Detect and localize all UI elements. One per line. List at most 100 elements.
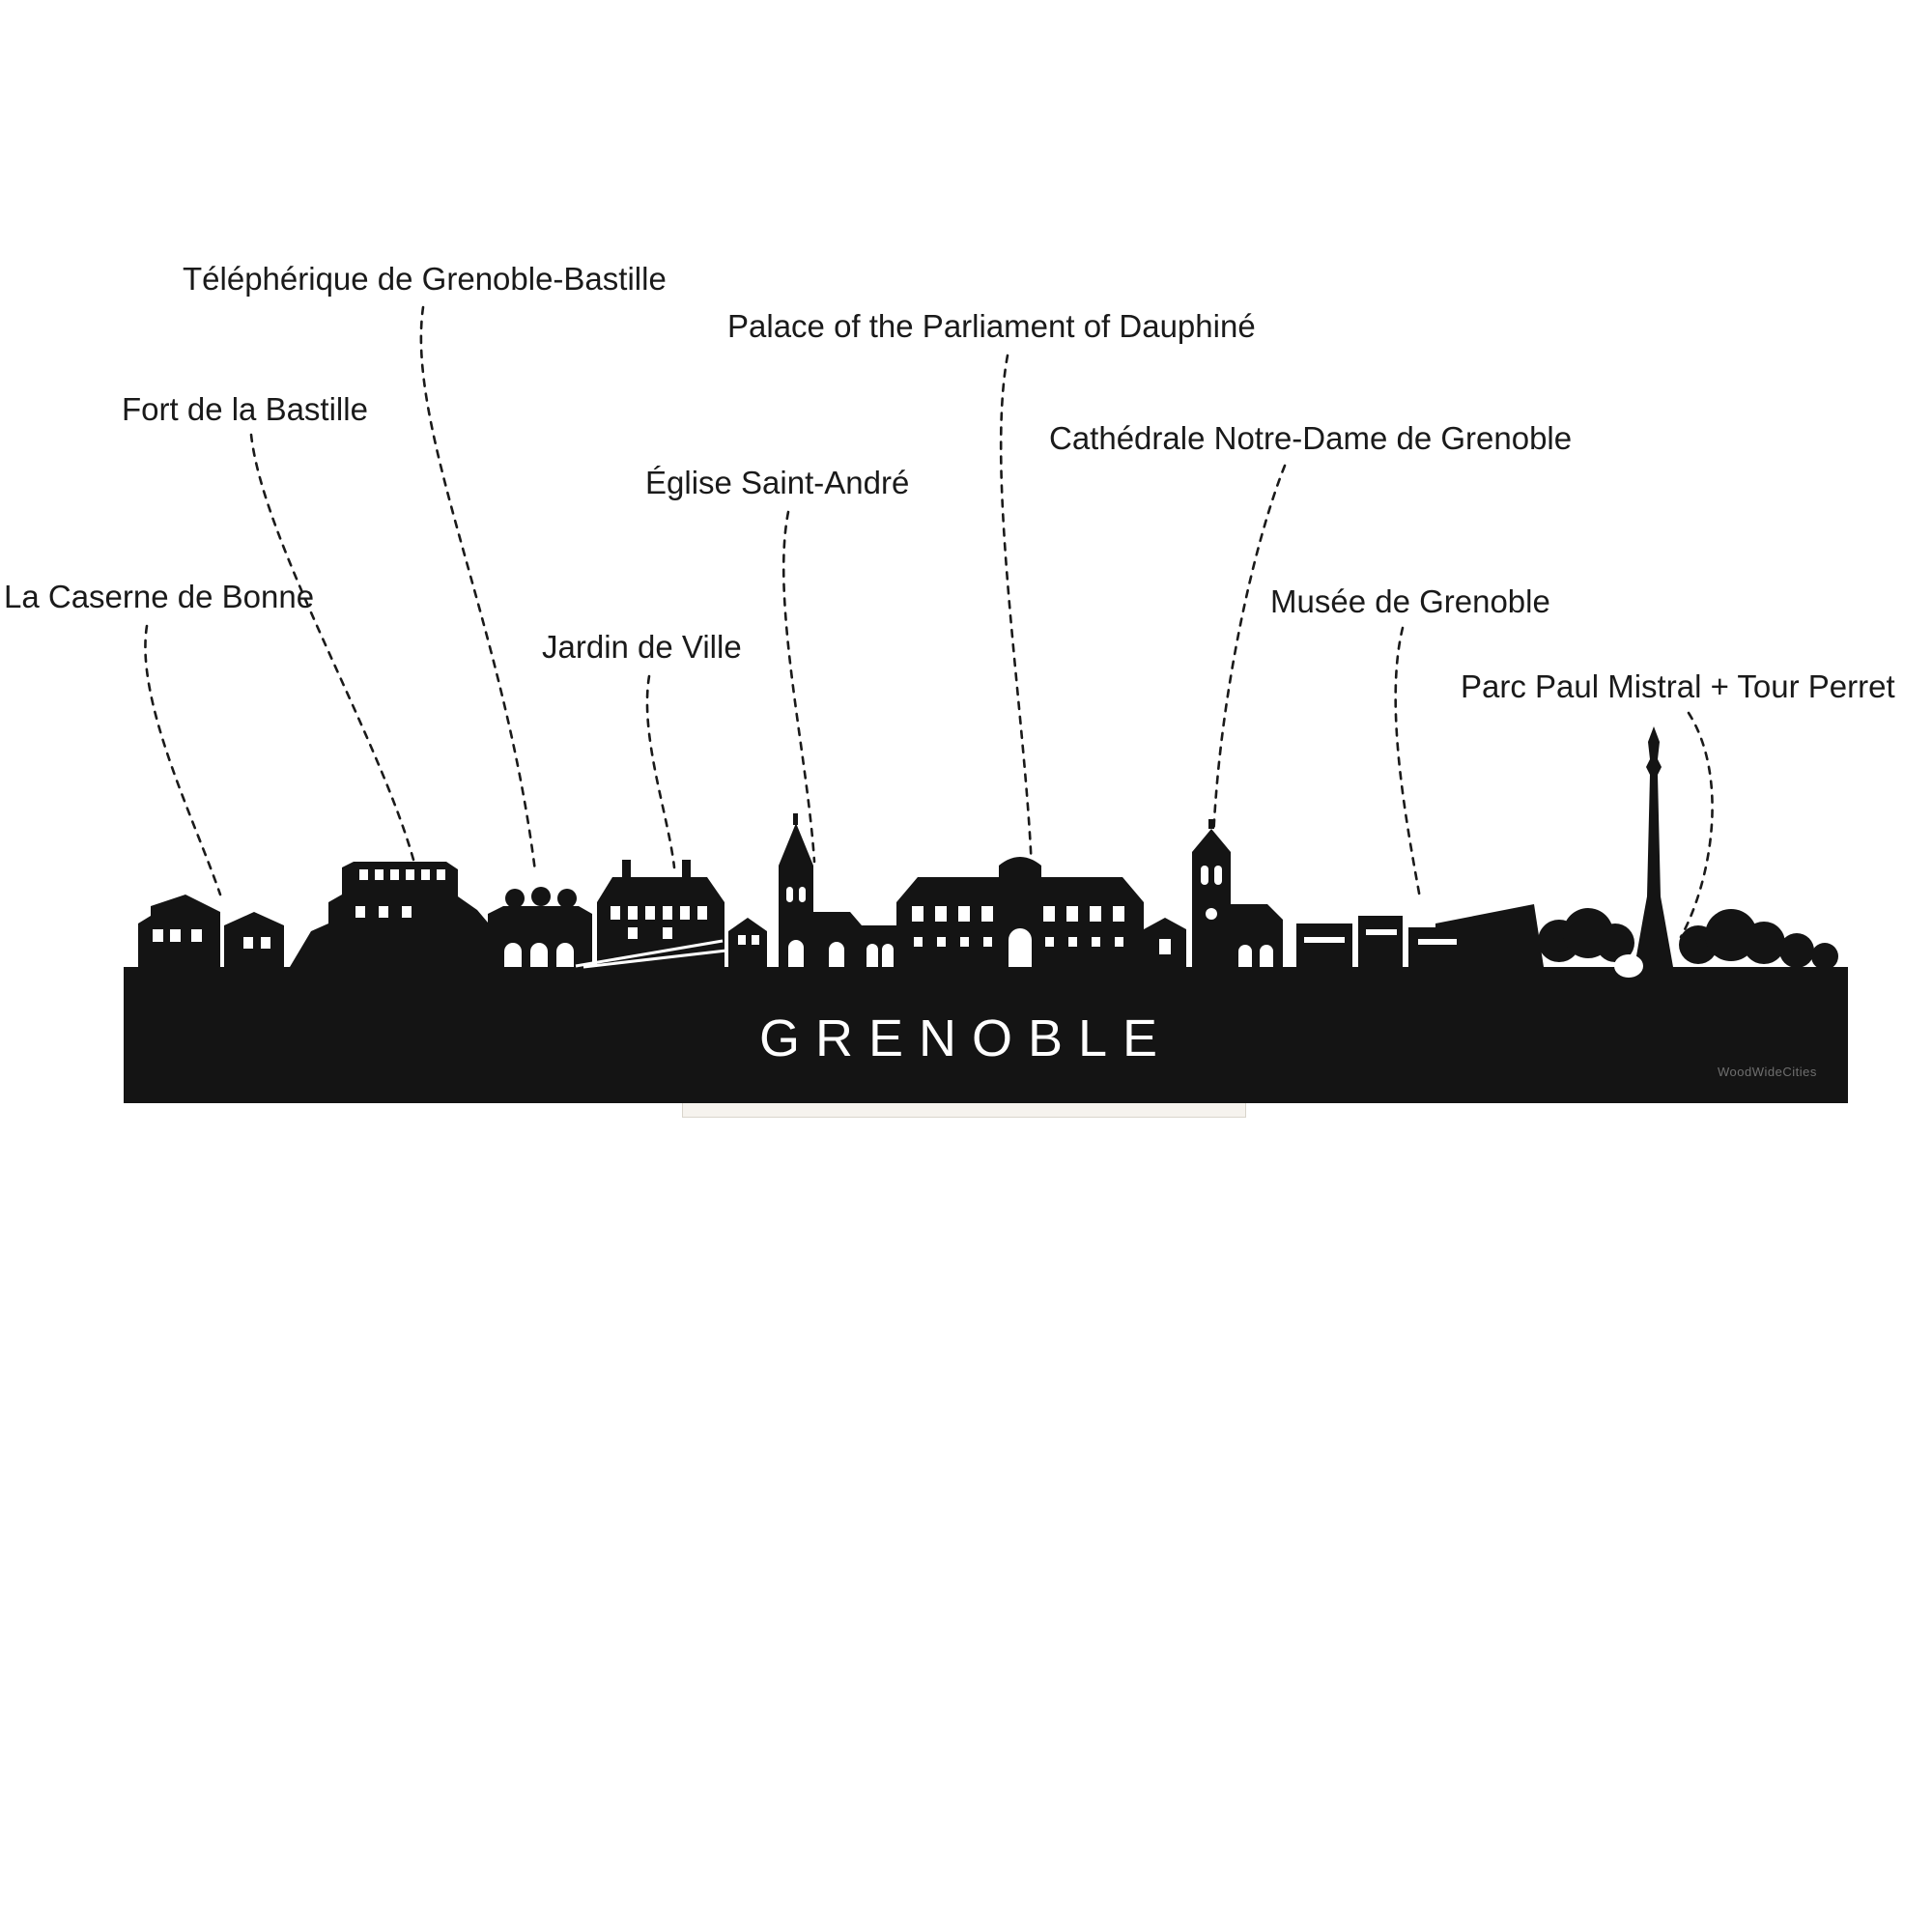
window-cutout	[628, 927, 638, 939]
building-jardin-de-ville	[597, 877, 724, 967]
cathedrale-cap	[1192, 829, 1231, 852]
window-cutout	[663, 927, 672, 939]
label-palace: Palace of the Parliament of Dauphiné	[727, 308, 1256, 344]
window-cutout	[914, 937, 923, 947]
arch-cutout	[799, 887, 806, 902]
window-cutout	[611, 906, 620, 920]
leader-jardin	[645, 674, 676, 869]
window-cutout	[1366, 929, 1397, 935]
arch-cutout	[530, 943, 548, 967]
building-parliament	[896, 877, 1144, 967]
window-cutout	[1092, 937, 1100, 947]
window-cutout	[1304, 937, 1345, 943]
leader-eglise	[781, 510, 816, 864]
window-cutout	[1045, 937, 1054, 947]
window-cutout	[1090, 906, 1101, 922]
arch-cutout	[504, 943, 522, 967]
window-cutout	[243, 937, 253, 949]
window-cutout	[958, 906, 970, 922]
leader-cathedrale	[1211, 464, 1287, 842]
window-cutout	[983, 937, 992, 947]
arch-cutout	[829, 942, 844, 967]
leader-teleferique	[419, 305, 537, 873]
eglise-finial	[793, 813, 798, 825]
arch-cutout	[867, 944, 878, 967]
window-cutout	[379, 906, 388, 918]
window-cutout	[738, 935, 746, 945]
eglise-spire	[779, 823, 813, 866]
window-cutout	[359, 869, 368, 880]
arch-cutout	[556, 943, 574, 967]
window-cutout	[261, 937, 270, 949]
arch-cutout	[1260, 945, 1273, 967]
window-cutout	[437, 869, 445, 880]
teleferique-bubble	[505, 889, 525, 908]
arch-cutout	[788, 940, 804, 967]
window-cutout	[153, 929, 163, 942]
rose-window-cutout	[1206, 908, 1217, 920]
label-teleferique: Téléphérique de Grenoble-Bastille	[183, 261, 667, 297]
window-cutout	[355, 906, 365, 918]
label-parc: Parc Paul Mistral + Tour Perret	[1461, 668, 1895, 704]
window-cutout	[981, 906, 993, 922]
window-cutout	[697, 906, 707, 920]
label-jardin: Jardin de Ville	[542, 629, 742, 665]
window-cutout	[390, 869, 399, 880]
window-cutout	[1115, 937, 1123, 947]
arch-cutout	[1201, 866, 1208, 885]
arch-cutout	[786, 887, 793, 902]
arch-cutout	[1238, 945, 1252, 967]
brand-watermark: WoodWideCities	[1718, 1065, 1817, 1079]
window-cutout	[663, 906, 672, 920]
window-cutout	[680, 906, 690, 920]
leader-lines	[144, 305, 1714, 939]
cathedrale-finial	[1208, 819, 1214, 829]
window-cutout	[1068, 937, 1077, 947]
building-fort-bastille	[290, 862, 510, 967]
window-cutout	[1159, 939, 1171, 954]
window-cutout	[935, 906, 947, 922]
park-tree	[1743, 922, 1785, 964]
arch-cutout	[882, 944, 894, 967]
building-tour-perret	[1634, 726, 1673, 967]
leader-musee	[1394, 626, 1422, 900]
teleferique-bubble	[531, 887, 551, 906]
building-musee-block	[1296, 923, 1352, 967]
parliament-gable	[999, 857, 1041, 877]
window-cutout	[1113, 906, 1124, 922]
window-cutout	[960, 937, 969, 947]
window-cutout	[1043, 906, 1055, 922]
window-cutout	[402, 906, 412, 918]
road-line-cutout	[582, 949, 727, 969]
label-caserne: La Caserne de Bonne	[4, 579, 315, 614]
skyline-base-strip	[124, 967, 1848, 1103]
window-cutout	[1418, 939, 1457, 945]
window-cutout	[421, 869, 430, 880]
building-musee-wedge	[1435, 904, 1544, 967]
chateau-chimney	[622, 860, 631, 879]
window-cutout	[191, 929, 202, 942]
building-caserne-2	[224, 912, 284, 967]
label-fort: Fort de la Bastille	[122, 391, 368, 427]
window-cutout	[752, 935, 759, 945]
mound-cutout	[1614, 954, 1643, 978]
chateau-chimney	[682, 860, 691, 879]
window-cutout	[375, 869, 384, 880]
city-name-cutout: GRENOBLE	[758, 1009, 1174, 1067]
arch-cutout	[1009, 928, 1032, 967]
eglise-nave	[813, 912, 862, 967]
window-cutout	[1066, 906, 1078, 922]
leader-caserne	[144, 624, 222, 896]
park-tree	[1596, 923, 1634, 962]
label-cathedrale: Cathédrale Notre-Dame de Grenoble	[1049, 420, 1573, 456]
teleferique-bubble	[557, 889, 577, 908]
skyline-silhouette	[124, 726, 1848, 1103]
window-cutout	[912, 906, 923, 922]
label-eglise: Église Saint-André	[645, 465, 910, 500]
label-musee: Musée de Grenoble	[1270, 583, 1550, 619]
window-cutout	[628, 906, 638, 920]
building-gable-house	[728, 918, 767, 967]
leader-parc	[1679, 711, 1714, 939]
